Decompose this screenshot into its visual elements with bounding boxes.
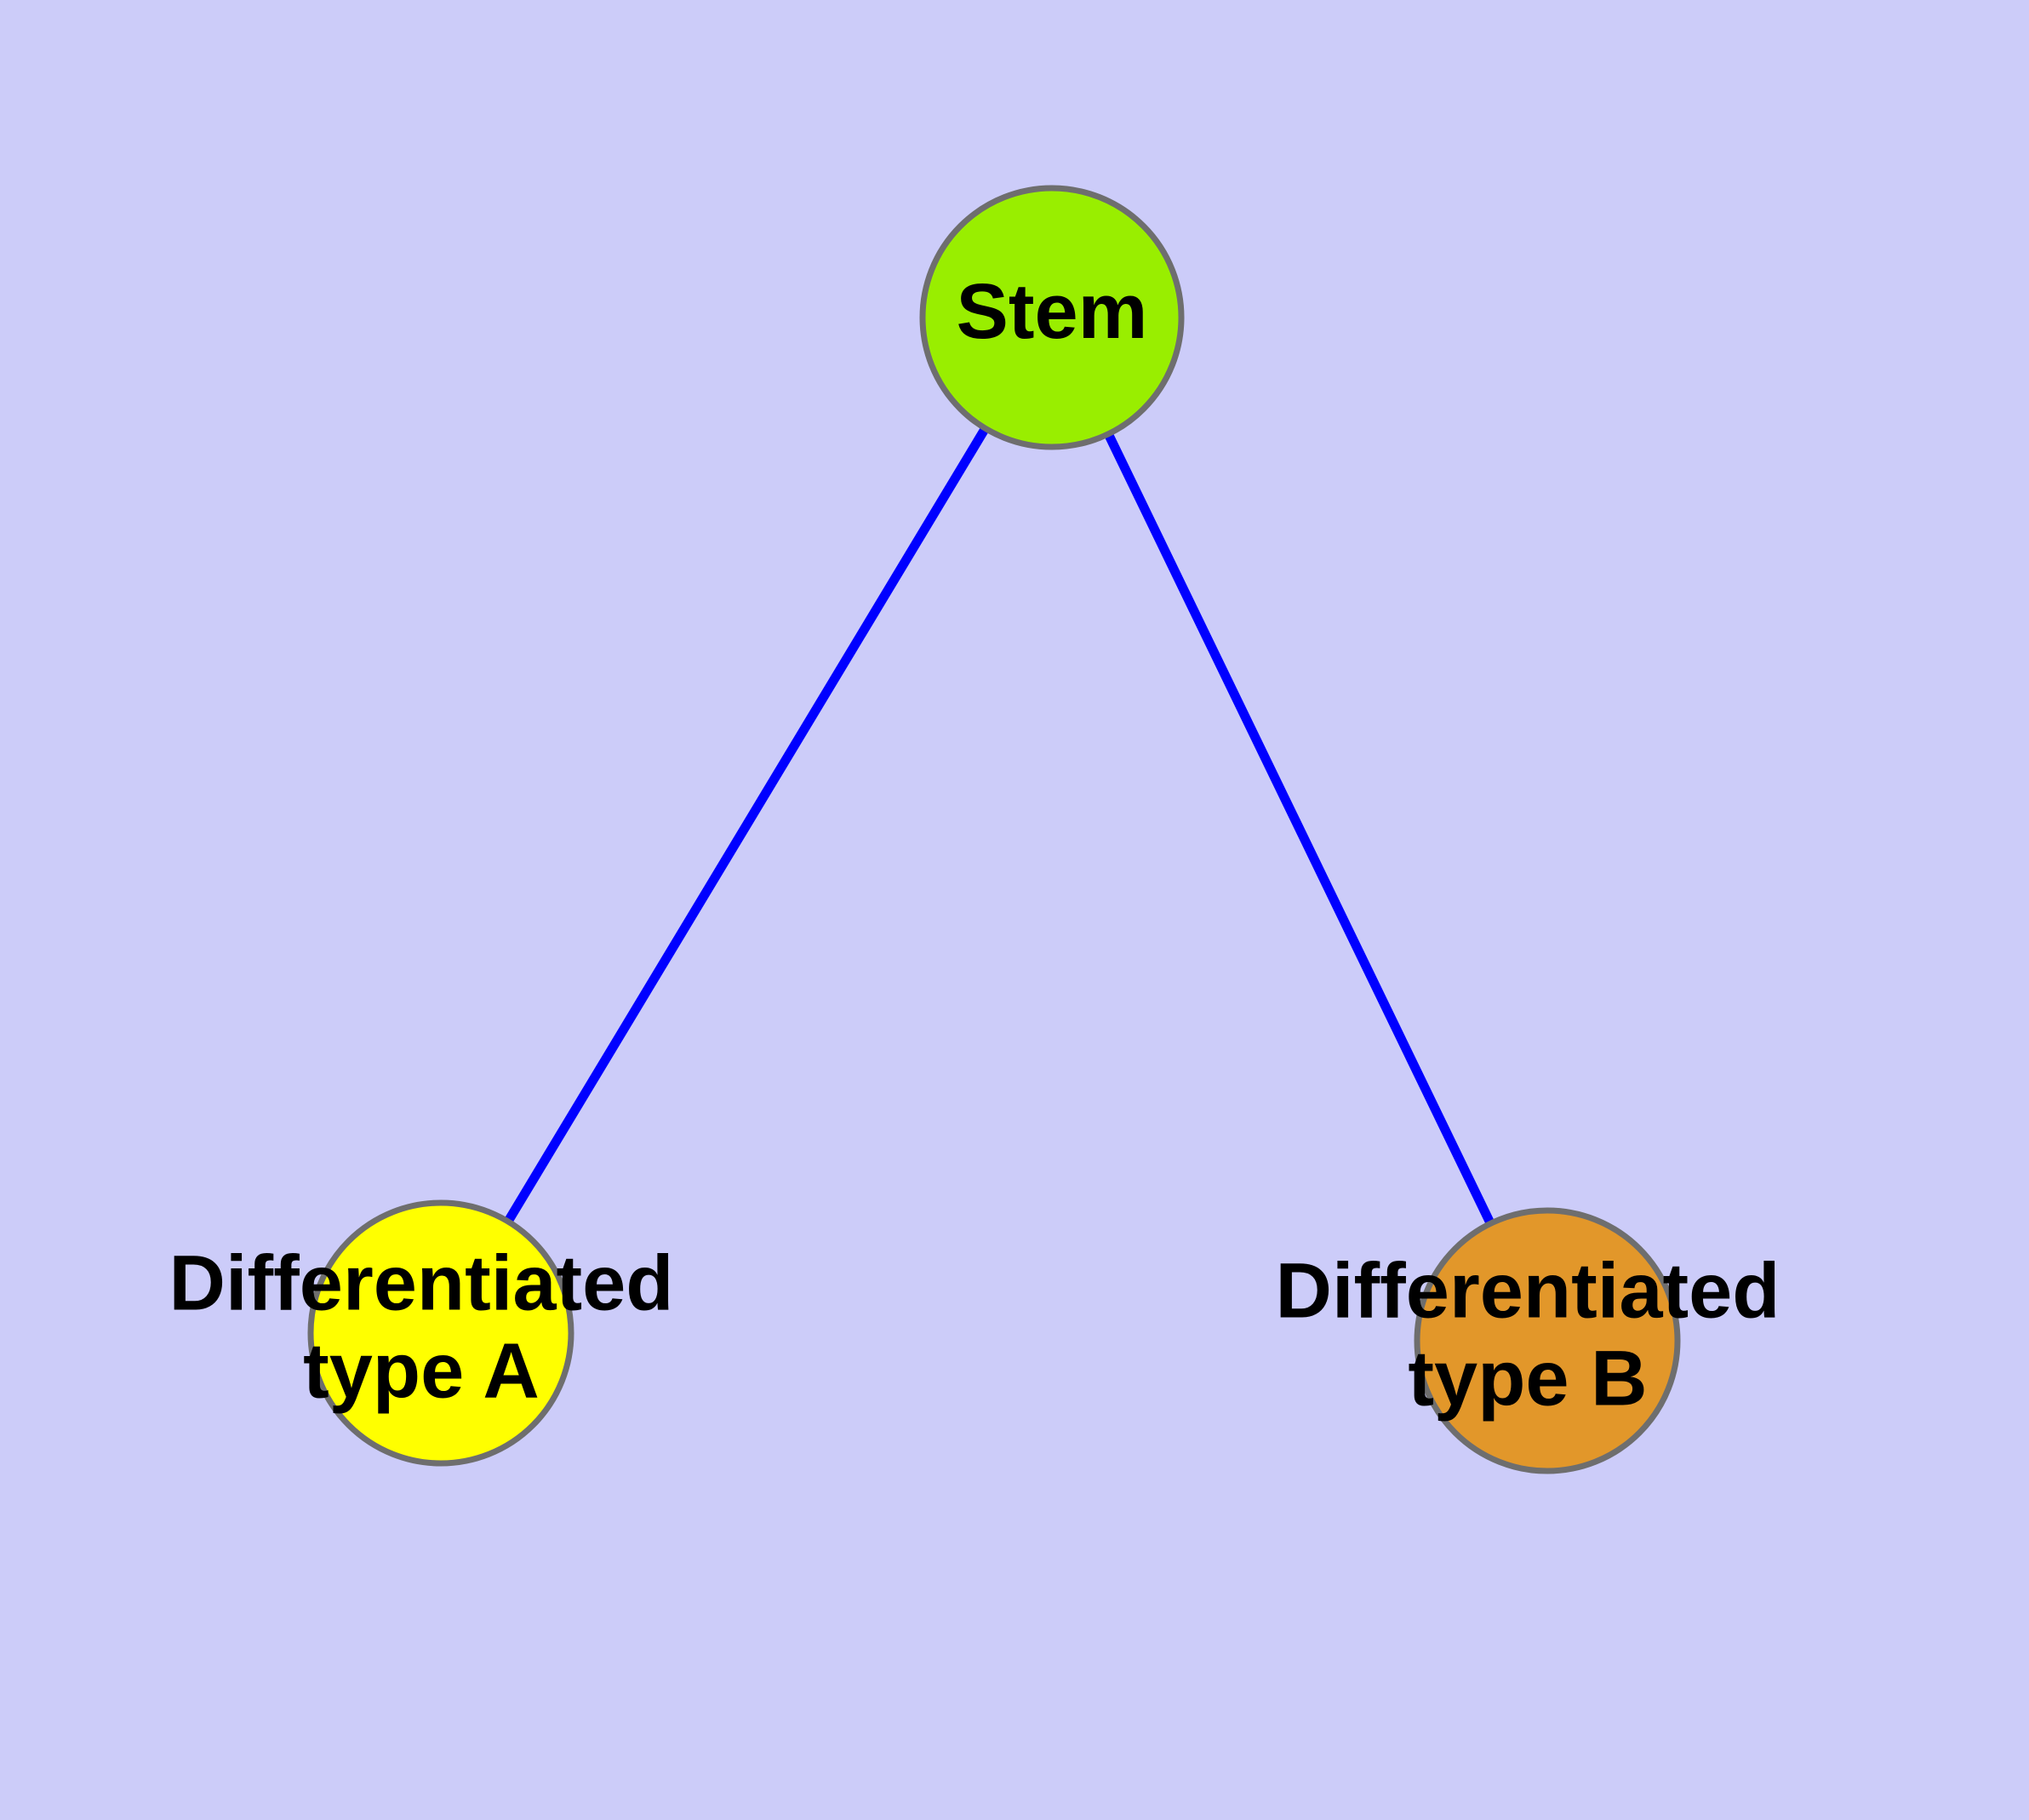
graph-node-label-stem: Stem	[957, 268, 1148, 355]
graph-node-diff_b[interactable]	[1414, 1207, 1681, 1474]
graph-node-label-line: type B	[1408, 1336, 1647, 1422]
graph-node-label-line: type A	[303, 1328, 540, 1415]
graph-node-stem[interactable]	[919, 185, 1185, 450]
graph-node-label-line: Differentiated	[169, 1240, 674, 1327]
nodes-layer	[307, 185, 1681, 1474]
graph-node-label-line: Differentiated	[1276, 1248, 1780, 1335]
graph-node-label-line: Stem	[957, 268, 1148, 355]
graph-edge-stem-to-diff-b[interactable]	[1102, 428, 1497, 1229]
edges-layer	[502, 422, 1497, 1229]
graph-edge-stem-to-diff-a[interactable]	[502, 422, 992, 1228]
graph-node-diff_a[interactable]	[307, 1199, 574, 1467]
